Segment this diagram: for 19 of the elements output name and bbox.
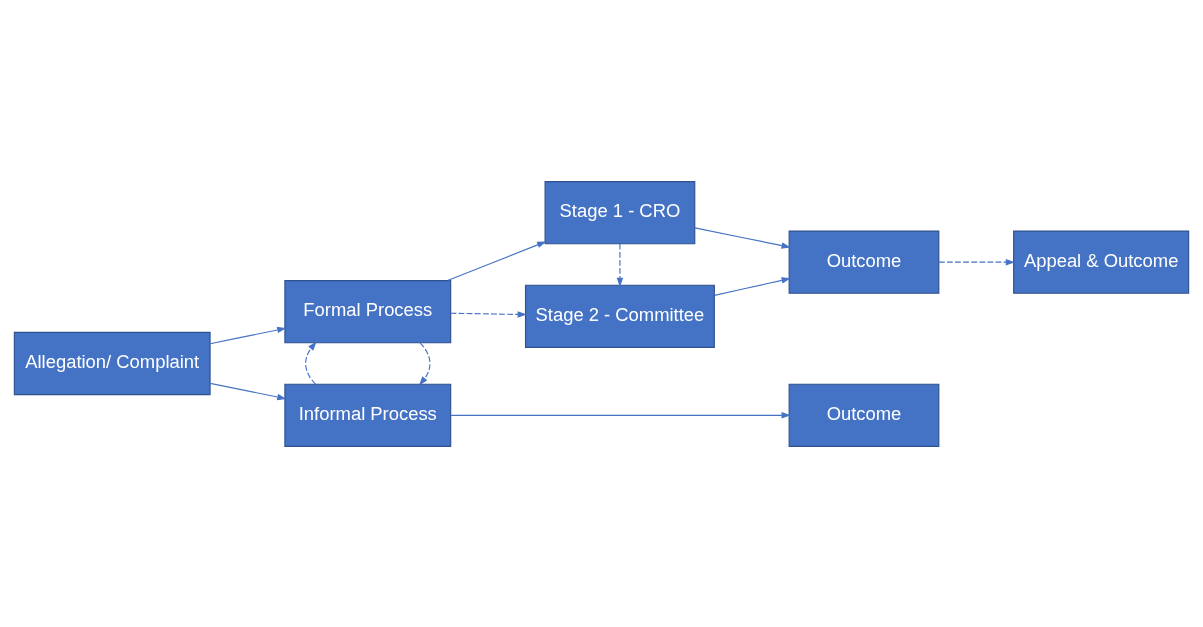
node-box: Allegation/ Complaint xyxy=(13,331,211,395)
node-box: Appeal & Outcome xyxy=(1013,230,1190,294)
node-box: Stage 2 - Committee xyxy=(524,284,715,348)
arrow xyxy=(450,411,791,419)
node-box: Outcome xyxy=(788,383,940,447)
arrow xyxy=(713,276,791,296)
arrow xyxy=(694,226,791,249)
arrow xyxy=(209,326,287,344)
arrow xyxy=(419,341,431,385)
arrow xyxy=(447,240,547,281)
arrow xyxy=(938,258,1015,265)
node-box: Informal Process xyxy=(284,383,452,447)
arrow xyxy=(305,341,317,385)
arrow xyxy=(450,310,527,318)
node-box: Stage 1 - CRO xyxy=(544,180,696,244)
node-box: Outcome xyxy=(788,230,940,294)
node-box: Formal Process xyxy=(284,279,452,343)
arrow xyxy=(616,242,624,287)
arrow xyxy=(209,382,287,400)
